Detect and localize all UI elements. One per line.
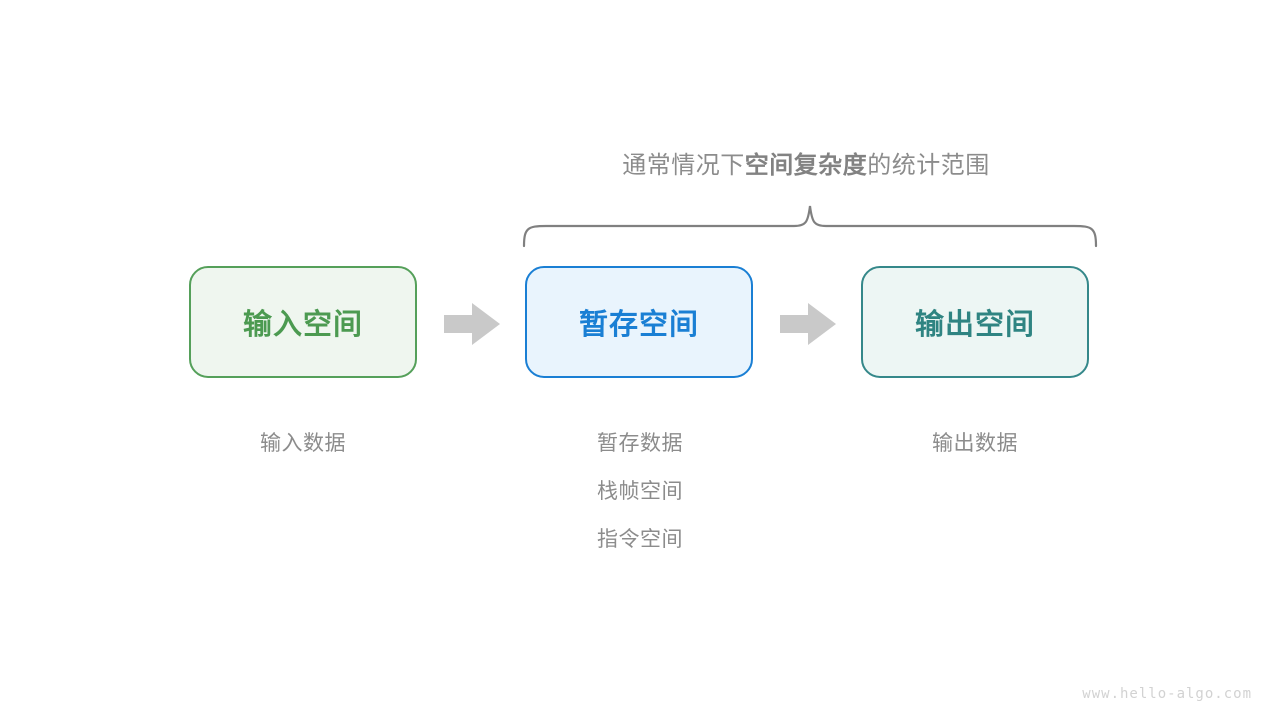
caption-instruction-space: 指令空间 — [597, 528, 683, 551]
scope-title-tail: 的统计范围 — [867, 152, 990, 179]
caption-output-data: 输出数据 — [932, 432, 1018, 455]
watermark: www.hello-algo.com — [1082, 686, 1252, 702]
caption-group-temp: 暂存数据 栈帧空间 指令空间 — [490, 420, 790, 564]
box-input-space-label: 输入空间 — [242, 309, 363, 341]
box-output-space-label: 输出空间 — [914, 309, 1035, 341]
box-input-space[interactable]: 输入空间 — [189, 266, 417, 378]
caption-group-input: 输入数据 — [153, 420, 453, 468]
scope-title-emphasis: 空间复杂度 — [744, 152, 868, 179]
caption-input-data: 输入数据 — [260, 432, 346, 455]
scope-title-text: 通常情况下空间复杂度的统计范围 — [622, 145, 990, 180]
arrow-right-icon-input-to-temp — [444, 303, 500, 345]
curly-brace-icon — [522, 205, 1098, 248]
scope-title-lead: 通常情况下 — [622, 152, 745, 179]
caption-group-output: 输出数据 — [825, 420, 1125, 468]
space-boxes-row: 输入空间 暂存空间 输出空间 — [0, 266, 1280, 380]
caption-temp-data: 暂存数据 — [597, 432, 683, 455]
caption-stack-frame-space: 栈帧空间 — [597, 480, 683, 503]
box-temp-space[interactable]: 暂存空间 — [525, 266, 753, 378]
box-temp-space-label: 暂存空间 — [578, 309, 699, 341]
arrow-right-icon-temp-to-output — [780, 303, 836, 345]
box-output-space[interactable]: 输出空间 — [861, 266, 1089, 378]
